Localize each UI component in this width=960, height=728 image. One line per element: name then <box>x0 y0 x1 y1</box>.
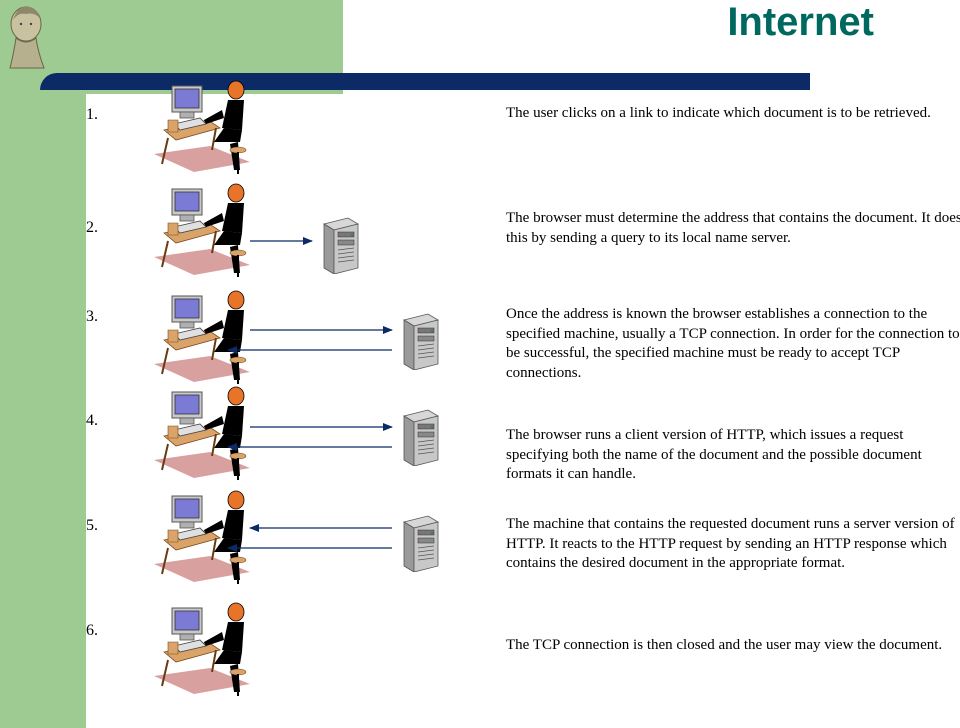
left-green-strip <box>0 0 86 728</box>
step-description: The browser must determine the address t… <box>506 210 960 246</box>
step-description: Once the address is known the browser es… <box>506 306 960 381</box>
user-at-computer-icon <box>150 80 260 180</box>
step-number: 5. <box>86 517 98 534</box>
user-at-computer-icon <box>150 183 260 283</box>
step-number: 1. <box>86 106 98 123</box>
user-at-computer-icon <box>150 490 260 590</box>
server-tower-icon <box>398 408 440 466</box>
server-tower-icon <box>318 216 360 274</box>
user-at-computer-icon <box>150 290 260 390</box>
server-tower-icon <box>398 514 440 572</box>
step-description: The user clicks on a link to indicate wh… <box>506 105 931 121</box>
user-at-computer-icon <box>150 386 260 486</box>
step-description: The machine that contains the requested … <box>506 516 955 571</box>
step-number: 2. <box>86 219 98 236</box>
step-number: 6. <box>86 622 98 639</box>
user-at-computer-icon <box>150 602 260 702</box>
greek-statue-logo-icon <box>9 6 45 69</box>
step-description: The TCP connection is then closed and th… <box>506 637 943 653</box>
step-number: 4. <box>86 412 98 429</box>
step-number: 3. <box>86 308 98 325</box>
server-tower-icon <box>398 312 440 370</box>
step-description: The browser runs a client version of HTT… <box>506 427 922 482</box>
page-title: Internet <box>727 0 874 44</box>
